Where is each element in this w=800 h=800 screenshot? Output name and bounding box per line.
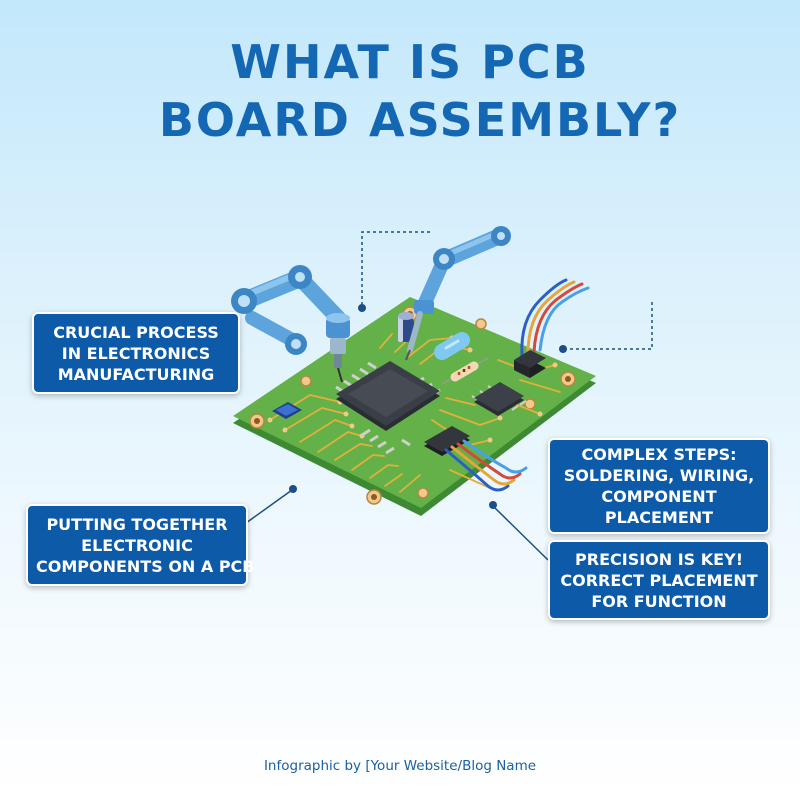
callout-crucial-line-3: MANUFACTURING <box>57 364 215 384</box>
ribbon-connector-bottom <box>424 426 528 492</box>
connector-left-line <box>245 489 293 524</box>
connector-right-dot <box>559 345 567 353</box>
connector-right-dotted <box>570 300 653 350</box>
callout-precision-key: PRECISION IS KEY! CORRECT PLACEMENT FOR … <box>548 540 770 620</box>
callout-complex-steps: COMPLEX STEPS: SOLDERING, WIRING, COMPON… <box>548 438 770 534</box>
callout-putting-line-2: ELECTRONIC <box>81 535 193 555</box>
callout-precision-line-2: CORRECT PLACEMENT <box>560 570 758 590</box>
callout-complex-line-3: COMPONENT <box>601 487 717 506</box>
ribbon-connector-top <box>514 278 590 378</box>
microchip-small <box>471 382 527 416</box>
electrolytic-capacitor-icon <box>398 312 414 342</box>
callout-putting-line-3: COMPONENTS ON A PCB <box>36 556 255 576</box>
mount-hole <box>475 318 487 330</box>
connector-bottom-dot <box>489 501 497 509</box>
callout-crucial-process: CRUCIAL PROCESS IN ELECTRONICS MANUFACTU… <box>32 312 240 394</box>
connector-top-dot <box>358 304 366 312</box>
connector-lines <box>245 231 653 561</box>
robotic-arm-right-icon <box>405 226 511 361</box>
callout-crucial-line-1: CRUCIAL PROCESS <box>53 322 219 342</box>
mount-hole <box>417 487 429 499</box>
capacitor-icon <box>434 332 470 360</box>
callout-complex-line-2: SOLDERING, WIRING, <box>563 466 755 485</box>
callout-precision-line-1: PRECISION IS KEY! <box>575 549 743 569</box>
mount-hole <box>300 375 312 387</box>
robotic-arm-left-icon <box>231 265 350 383</box>
sensor-chip <box>272 402 302 419</box>
resistor-icon <box>441 357 489 385</box>
callout-crucial-line-2: IN ELECTRONICS <box>61 343 211 363</box>
callout-complex-line-4: PLACEMENT <box>604 508 714 527</box>
page-title-line-1: WHAT IS PCB <box>230 35 590 89</box>
connector-top-dotted <box>361 231 430 305</box>
callout-putting-line-1: PUTTING TOGETHER <box>46 514 228 534</box>
mount-hole <box>524 398 536 410</box>
callout-putting-together: PUTTING TOGETHER ELECTRONIC COMPONENTS O… <box>26 504 255 586</box>
microchip-main <box>335 361 441 455</box>
callout-precision-line-3: FOR FUNCTION <box>591 591 727 611</box>
footer-credit: Infographic by [Your Website/Blog Name <box>263 758 537 774</box>
connector-left-dot <box>289 485 297 493</box>
connector-bottom-line <box>493 506 549 561</box>
page-title-line-2: BOARD ASSEMBLY? <box>158 93 682 147</box>
callout-complex-line-1: COMPLEX STEPS: <box>581 445 737 464</box>
